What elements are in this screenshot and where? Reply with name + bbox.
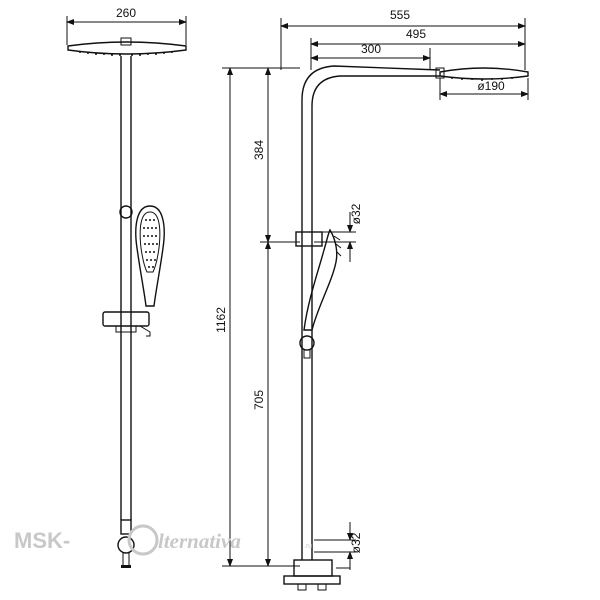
total-height-dimension: 1162	[214, 307, 228, 333]
watermark: MSK- lternativa .ru	[14, 524, 312, 556]
watermark-a-logo-icon	[127, 524, 159, 556]
slider-bracket-front	[102, 311, 151, 337]
riser-pipe-side	[301, 65, 445, 560]
overhead-shower-head-side	[439, 67, 529, 81]
front-width-dimension: 260	[116, 6, 136, 20]
holder-ring	[119, 205, 133, 219]
lower-fittings-front	[117, 519, 135, 568]
side-view: 555 495 300 ø190 1162	[214, 8, 529, 591]
arm-reach-dimension: 495	[406, 27, 426, 41]
upper-pipe-diameter-dimension: ø32	[349, 203, 363, 224]
hand-shower-front	[135, 205, 165, 307]
overhead-shower-head-front	[67, 37, 187, 56]
mixer-valve-side	[283, 559, 350, 591]
riser-pipe-front	[120, 56, 132, 520]
hand-shower-side	[303, 228, 342, 331]
lower-pipe-diameter-dimension: ø32	[349, 532, 363, 553]
upper-height-dimension: 384	[252, 140, 266, 160]
hose-connector-side	[299, 335, 315, 359]
front-view: 260	[66, 6, 187, 568]
lower-height-dimension: 705	[252, 390, 266, 410]
head-diameter-dimension: ø190	[477, 79, 505, 93]
arm-bend-dimension: 300	[361, 42, 381, 56]
watermark-suffix: .ru	[304, 543, 312, 550]
slider-bracket-side	[295, 231, 323, 247]
overall-reach-dimension: 555	[390, 8, 410, 22]
watermark-brand: MSK-	[14, 528, 70, 553]
watermark-script: lternativa	[158, 529, 241, 553]
